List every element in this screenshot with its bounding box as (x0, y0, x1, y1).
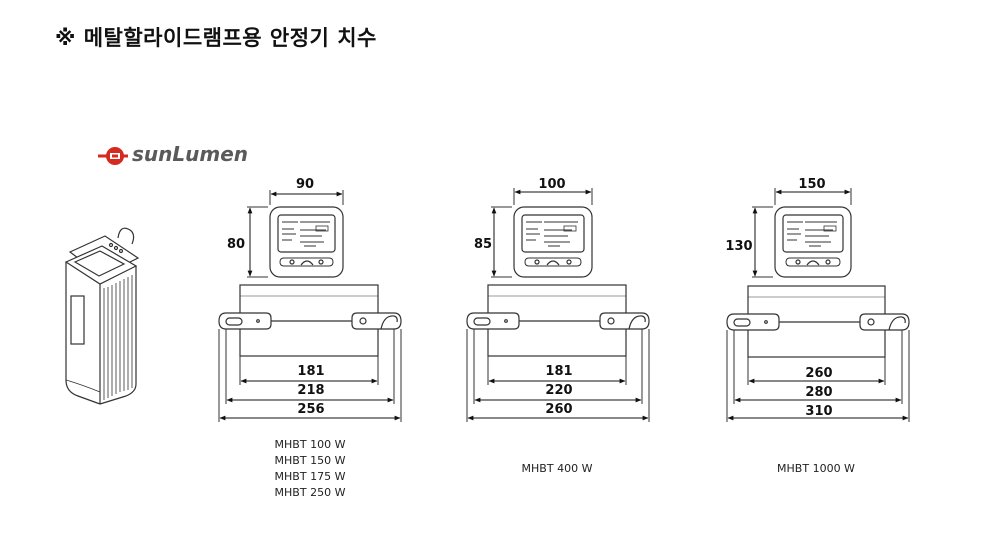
unit-1-drawing: 90 80 181 218 256 (218, 177, 402, 422)
unit-2-top-height: 85 (474, 237, 492, 252)
unit-3-dim-middle: 280 (805, 385, 832, 400)
unit-1-side-view (218, 284, 402, 357)
unit-3-model-list: MHBT 1000 W (761, 461, 871, 477)
unit-2-top-width: 100 (538, 177, 565, 192)
unit-3-top-width: 150 (798, 177, 825, 192)
unit-3-drawing: 150 130 260 280 310 (725, 177, 910, 422)
unit-1-dim-middle: 218 (297, 383, 324, 398)
unit-3-dim-inner: 260 (805, 366, 832, 381)
unit-2-dim-middle: 220 (545, 383, 572, 398)
unit-1-top-view (269, 206, 344, 278)
unit-3-dim-outer: 310 (805, 404, 832, 419)
brand-logo: sunLumen (98, 142, 268, 170)
model-label: MHBT 400 W (521, 462, 593, 475)
unit-1-dim-inner: 181 (297, 364, 324, 379)
unit-2-model-list: MHBT 400 W (507, 461, 607, 477)
model-label: MHBT 100 W (274, 438, 346, 451)
unit-2-drawing: 100 85 181 220 260 (466, 177, 650, 422)
unit-2-dim-inner: 181 (545, 364, 572, 379)
model-label: MHBT 1000 W (777, 462, 855, 475)
unit-1-top-height: 80 (227, 237, 245, 252)
unit-1-dim-outer: 256 (297, 402, 324, 417)
brand-name: sunLumen (132, 142, 249, 166)
sunlumen-logo-icon (98, 147, 128, 165)
model-label: MHBT 250 W (274, 486, 346, 499)
model-label: MHBT 150 W (274, 454, 346, 467)
ballast-isometric-illustration (64, 227, 140, 405)
page-title: ※ 메탈할라이드램프용 안정기 치수 (55, 26, 377, 50)
unit-3-side-view (726, 285, 910, 358)
unit-3-top-view (774, 206, 852, 278)
unit-2-top-view (513, 206, 593, 278)
model-label: MHBT 175 W (274, 470, 346, 483)
unit-2-side-view (466, 284, 650, 357)
unit-3-top-height: 130 (725, 239, 752, 254)
unit-1-model-list: MHBT 100 W MHBT 150 W MHBT 175 W MHBT 25… (260, 437, 360, 501)
unit-1-top-width: 90 (296, 177, 314, 192)
unit-2-dim-outer: 260 (545, 402, 572, 417)
